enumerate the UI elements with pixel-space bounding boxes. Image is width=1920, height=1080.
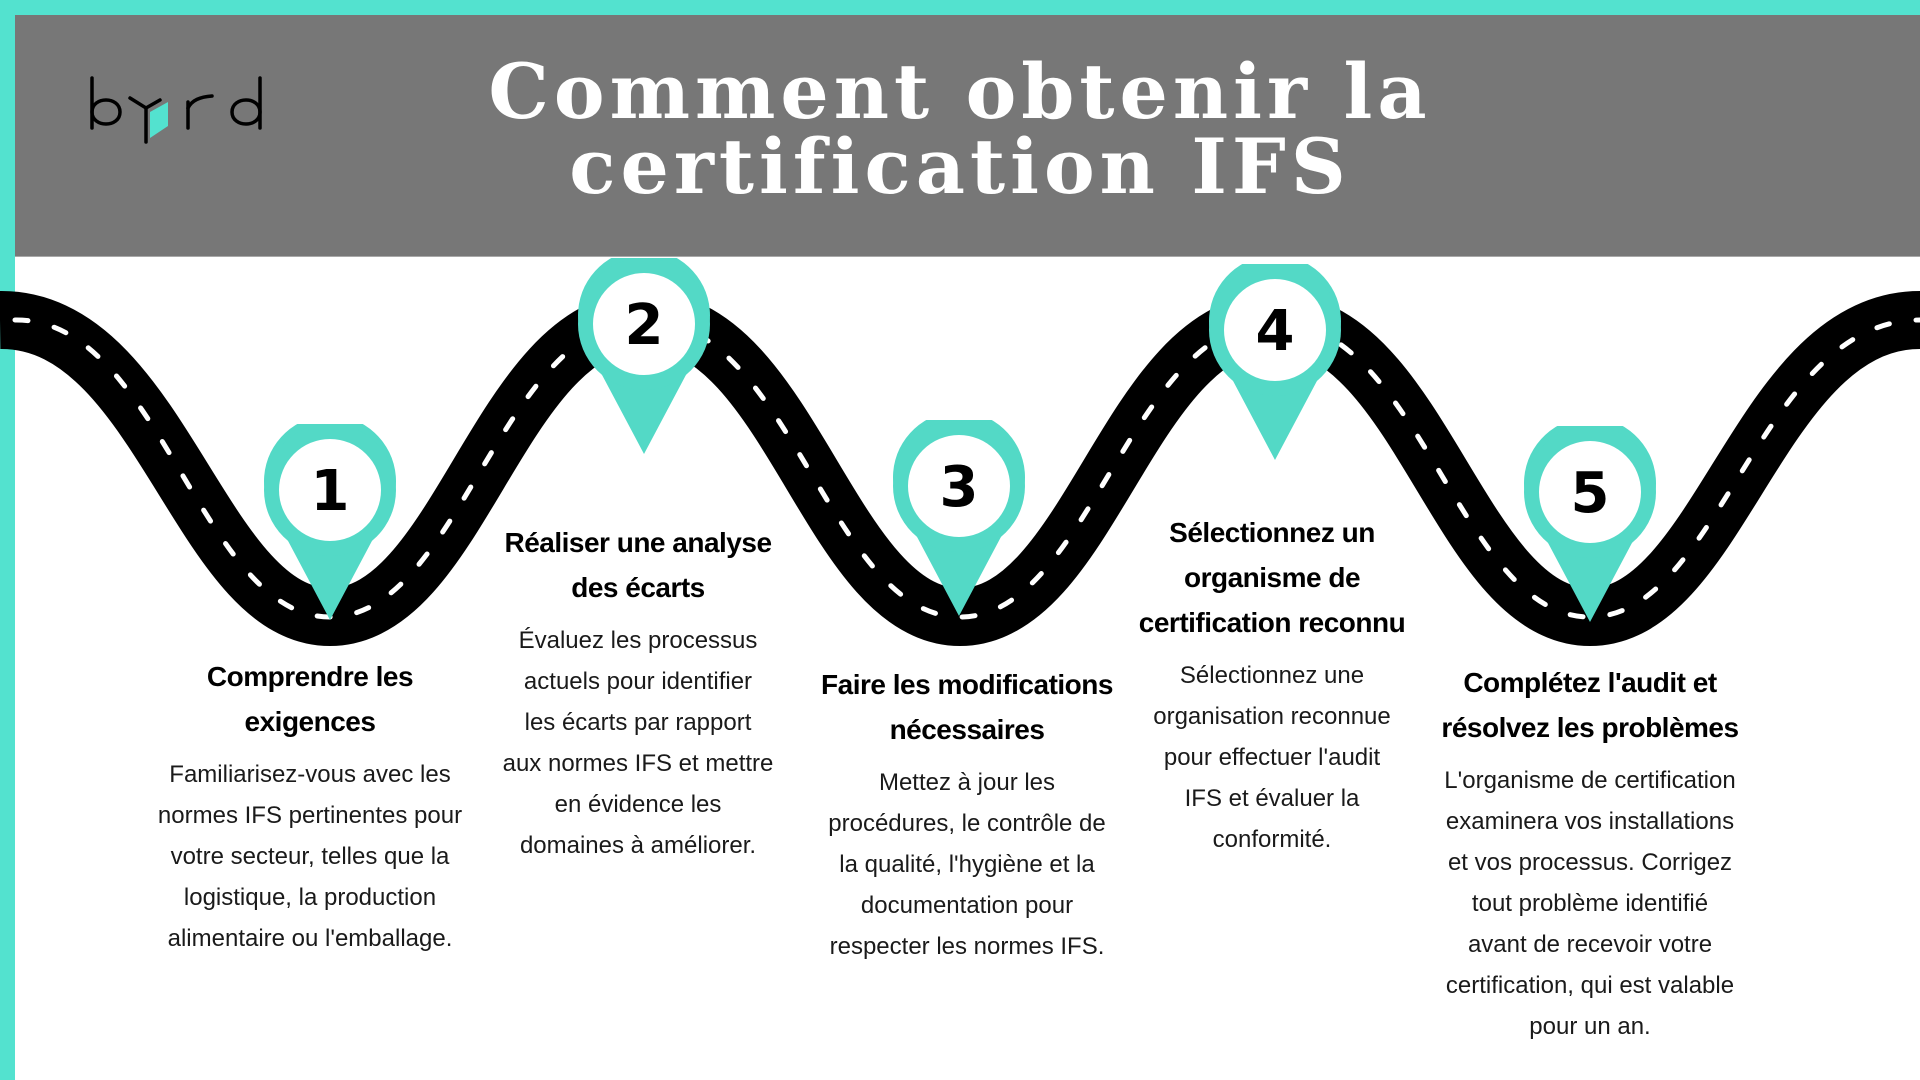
step-body-line: IFS et évaluer la [1184, 785, 1360, 812]
step-body-line: la qualité, l'hygiène et la [839, 851, 1095, 878]
map-pin-icon [578, 258, 710, 454]
title-line-2: certification IFS [569, 122, 1351, 211]
step-number: 3 [939, 455, 979, 520]
step-title-line: certification reconnu [1138, 607, 1406, 638]
step-marker-5: 5 [1520, 426, 1660, 626]
step-description: Familiarisez-vous avec les normes IFS pe… [140, 754, 480, 959]
step-body-line: pour un an. [1529, 1013, 1651, 1040]
step-marker-4: 4 [1205, 264, 1345, 464]
byrd-logo [90, 76, 262, 144]
step-title-line: Comprendre les [206, 661, 414, 692]
step-number: 4 [1255, 299, 1295, 364]
step-title: Comprendre les exigences [140, 654, 480, 744]
step-body-line: aux normes IFS et mettre [502, 750, 774, 777]
step-description: L'organisme de certification examinera v… [1420, 760, 1760, 1047]
step-body-line: avant de recevoir votre [1467, 931, 1713, 958]
map-pin-icon [1524, 426, 1656, 622]
step-body-line: les écarts par rapport [524, 709, 752, 736]
step-number: 5 [1570, 461, 1610, 526]
step-number: 1 [310, 459, 350, 524]
step-body-line: en évidence les [554, 791, 722, 818]
page-title: Comment obtenir la certification IFS [360, 47, 1560, 211]
step-title-line: organisme de [1183, 562, 1361, 593]
step-4-text: Sélectionnez un organisme de certificati… [1112, 510, 1432, 860]
step-body-line: L'organisme de certification [1444, 767, 1736, 794]
map-pin-icon [1209, 264, 1341, 460]
step-body-line: domaines à améliorer. [519, 832, 757, 859]
header-banner [15, 15, 1920, 257]
step-body-line: Évaluez les processus [518, 627, 758, 654]
step-title: Réaliser une analyse des écarts [478, 520, 798, 610]
step-1-text: Comprendre les exigences Familiarisez-vo… [140, 654, 480, 959]
step-body-line: procédures, le contrôle de [828, 810, 1106, 837]
step-title: Sélectionnez un organisme de certificati… [1112, 510, 1432, 645]
step-body-line: conformité. [1212, 826, 1332, 853]
step-title: Complétez l'audit et résolvez les problè… [1420, 660, 1760, 750]
step-3-text: Faire les modifications nécessaires Mett… [797, 662, 1137, 967]
logo-accent-shape [150, 102, 168, 138]
step-body-line: normes IFS pertinentes pour [157, 802, 463, 829]
step-marker-2: 2 [574, 258, 714, 458]
step-title-line: Sélectionnez un [1169, 517, 1375, 548]
step-title-line: Faire les modifications [821, 669, 1113, 700]
step-description: Évaluez les processus actuels pour ident… [478, 620, 798, 866]
step-marker-3: 3 [889, 420, 1029, 620]
step-body-line: examinera vos installations [1445, 808, 1735, 835]
step-body-line: organisation reconnue [1153, 703, 1391, 730]
step-number: 2 [624, 293, 664, 358]
step-body-line: Mettez à jour les [878, 769, 1056, 796]
step-title-line: des écarts [571, 572, 705, 603]
step-body-line: logistique, la production [183, 884, 437, 911]
step-body-line: Sélectionnez une [1179, 662, 1365, 689]
step-body-line: votre secteur, telles que la [170, 843, 450, 870]
step-body-line: Familiarisez-vous avec les [169, 761, 451, 788]
step-body-line: et vos processus. Corrigez [1447, 849, 1733, 876]
step-body-line: certification, qui est valable [1445, 972, 1735, 999]
step-marker-1: 1 [260, 424, 400, 624]
step-body-line: alimentaire ou l'emballage. [167, 925, 453, 952]
step-body-line: respecter les normes IFS. [829, 933, 1105, 960]
step-body-line: actuels pour identifier [523, 668, 753, 695]
step-title-line: Complétez l'audit et [1463, 667, 1717, 698]
step-body-line: documentation pour [860, 892, 1074, 919]
step-title-line: exigences [244, 706, 376, 737]
step-2-text: Réaliser une analyse des écarts Évaluez … [478, 520, 798, 866]
step-title: Faire les modifications nécessaires [797, 662, 1137, 752]
step-title-line: résolvez les problèmes [1441, 712, 1739, 743]
step-body-line: tout problème identifié [1471, 890, 1709, 917]
accent-border-left [0, 0, 15, 1080]
step-description: Sélectionnez une organisation reconnue p… [1112, 655, 1432, 860]
step-description: Mettez à jour les procédures, le contrôl… [797, 762, 1137, 967]
step-body-line: pour effectuer l'audit [1163, 744, 1381, 771]
step-title-line: nécessaires [889, 714, 1045, 745]
accent-border-top [0, 0, 1920, 15]
step-5-text: Complétez l'audit et résolvez les problè… [1420, 660, 1760, 1047]
step-title-line: Réaliser une analyse [504, 527, 772, 558]
map-pin-icon [893, 420, 1025, 616]
map-pin-icon [264, 424, 396, 620]
title-line-1: Comment obtenir la [488, 47, 1432, 136]
